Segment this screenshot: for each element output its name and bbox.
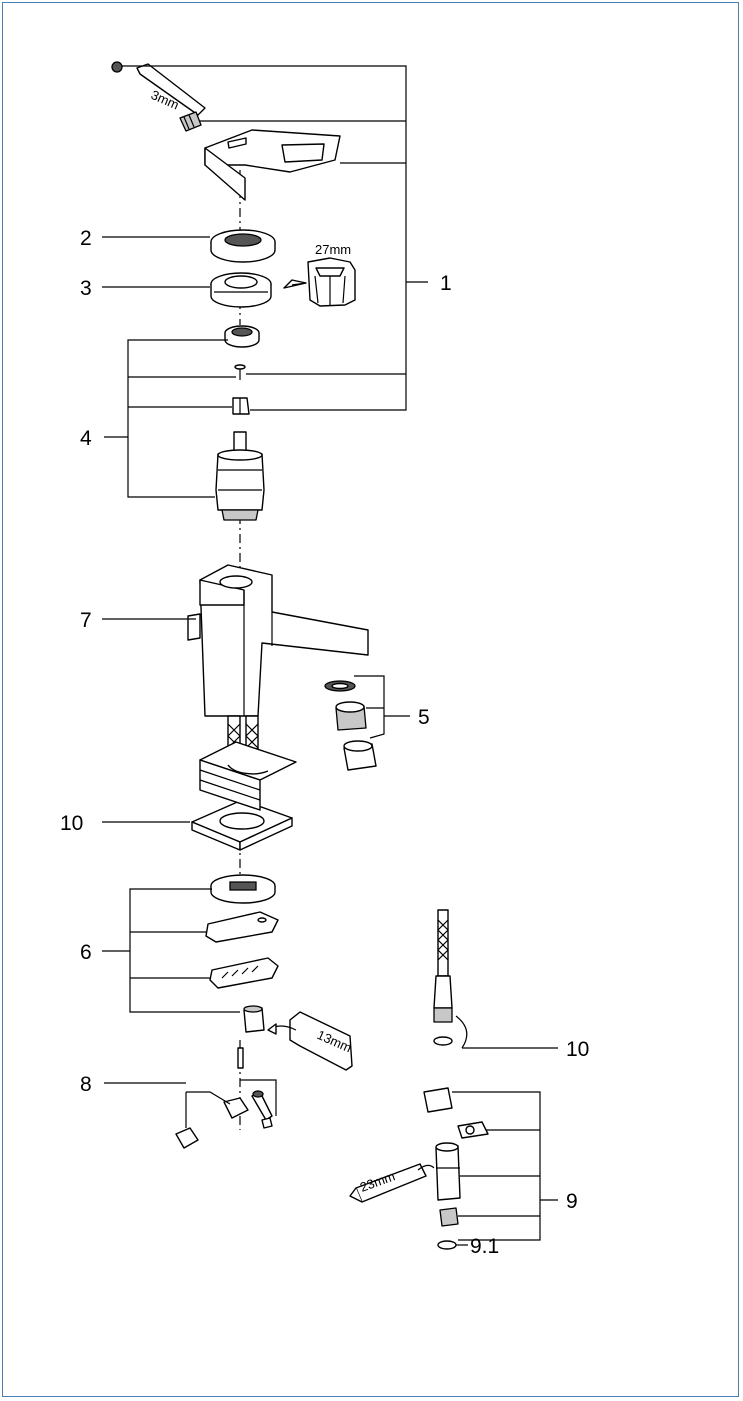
callout-5: 5 [418,706,430,729]
callout-9: 9 [566,1190,578,1213]
bracket-line [129,888,240,1013]
cap-ring [210,229,276,263]
valve-body [435,1142,461,1201]
socket-label: 27mm [315,242,351,257]
callout-6: 6 [80,941,92,964]
bracket-line [354,675,385,739]
fixing-nut [243,1005,265,1033]
bracket-line [127,339,228,498]
adapter [232,397,250,415]
callout-7: 7 [80,609,92,632]
callout-10-side: 10 [566,1038,589,1061]
valve-insert [439,1207,459,1227]
rubber-gasket [210,874,276,904]
fixing-plate [205,911,279,943]
hose-detail [433,909,453,1046]
callout-2: 2 [80,227,92,250]
threaded-nut [210,272,272,308]
hex-key-3mm: 3mm [136,63,206,116]
callout-4: 4 [80,427,92,450]
screw [234,364,246,380]
callout-1: 1 [440,272,452,295]
retaining-washer [209,957,279,989]
callout-3: 3 [80,277,92,300]
callout-9-1: 9.1 [470,1235,499,1258]
wrench-23mm: 23mm [349,1163,427,1203]
cartridge [215,431,265,521]
grub-screw [179,111,202,132]
lever-handle [204,129,341,201]
cartridge-ring [224,325,260,348]
socket-27mm: 27mm [307,242,356,307]
wrench-13mm: 13mm [289,1011,354,1071]
base-plate [191,799,293,851]
stabilizer-set [175,1090,273,1149]
valve-clip [457,1121,489,1139]
arrow-icon [417,1164,435,1171]
faucet-body [187,564,369,717]
threaded-rod [237,1047,244,1069]
callout-8: 8 [80,1073,92,1096]
bracket-line [452,1091,541,1241]
bracket-line [240,1079,277,1116]
valve-washer [437,1240,457,1250]
callout-10-main: 10 [60,812,83,835]
aerator-set [324,680,377,771]
bracket-line [122,65,407,411]
arrow-icon [455,1015,468,1049]
valve-knob [423,1087,453,1113]
grub-nut [111,61,123,73]
counter-cutaway [199,741,297,811]
